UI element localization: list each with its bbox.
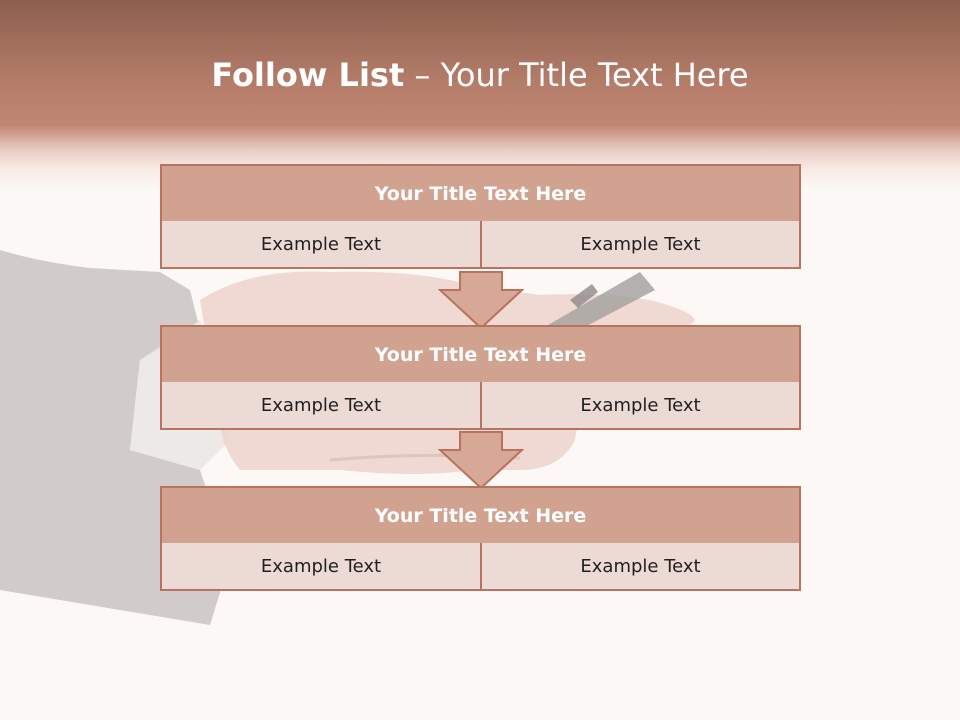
block-title: Your Title Text Here	[160, 486, 801, 545]
block-title: Your Title Text Here	[160, 325, 801, 384]
block-cell-right: Example Text	[480, 543, 801, 591]
block-cell-left: Example Text	[160, 382, 482, 430]
block-cell-left: Example Text	[160, 543, 482, 591]
block-cell-right: Example Text	[480, 382, 801, 430]
slide-title-bold: Follow List	[211, 56, 405, 94]
down-arrow-icon	[438, 271, 524, 330]
slide-title-separator: –	[404, 56, 441, 94]
down-arrow-icon	[438, 431, 524, 490]
block-cell-right: Example Text	[480, 221, 801, 269]
slide-title: Follow List – Your Title Text Here	[0, 52, 960, 98]
header-band	[0, 0, 960, 190]
slide-title-rest: Your Title Text Here	[440, 56, 749, 94]
block-title: Your Title Text Here	[160, 164, 801, 223]
block-cell-left: Example Text	[160, 221, 482, 269]
